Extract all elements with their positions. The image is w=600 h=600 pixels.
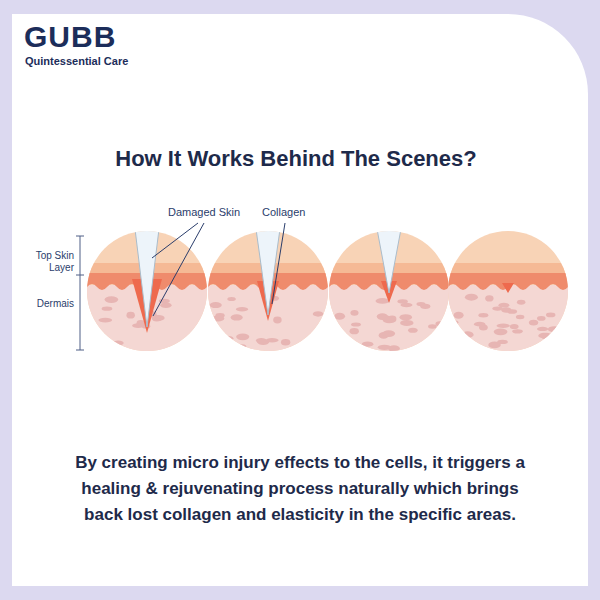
collagen-cell [448,320,459,324]
skin-layers [188,229,338,351]
collagen-cell [102,307,113,311]
top-layer [448,231,568,351]
leader-line [152,223,198,258]
collagen-cell [537,327,548,331]
collagen-cell [435,321,443,326]
skin-circles [67,229,578,352]
collagen-cell [510,324,519,329]
collagen-cell [126,312,134,319]
collagen-cell [428,324,437,328]
dermis-layer [448,285,568,351]
collagen-cell [554,326,564,331]
collagen-cell [400,314,413,320]
collagen-cell [420,304,430,309]
collagen-cell [362,342,374,347]
basal-band [428,273,578,290]
bracket-tick [76,275,84,276]
collagen-cell [408,328,418,333]
collagen-cell [231,314,243,320]
collagen-cell [485,295,493,301]
skin-circle [67,229,217,351]
collagen-cell [98,318,112,323]
leader-line [272,223,285,304]
white-panel [12,14,588,586]
collagen-cell [266,338,279,342]
part-label: Damaged Skin [168,206,268,219]
collagen-cell [465,294,478,301]
logo-text: Quintessential Care [25,55,128,68]
skin-circle [188,229,338,351]
collagen-cell [388,345,400,351]
collagen-cell [281,339,290,345]
skin-circle [309,229,459,352]
skin-layers [428,231,578,351]
bracket-tick [76,350,84,351]
skin-layers [309,229,459,352]
microneedle [256,229,280,315]
collagen-cell [105,296,119,303]
collagen-cell [210,302,222,308]
microneedle [377,229,401,293]
collagen-cell [517,300,526,305]
collagen-cell [350,328,359,334]
collagen-cell [516,315,525,319]
collagen-cell [152,315,165,321]
logo-text: GUBB [24,20,116,55]
collagen-cell [273,316,282,323]
skin-circle [428,231,578,351]
collagen-cell [105,346,116,351]
collagen-cell [338,341,346,345]
collagen-cell [545,343,555,350]
collagen-cell [132,323,144,328]
collagen-cell [383,317,396,323]
collagen-cell [494,329,508,336]
title: How It Works Behind The Scenes? [0,146,596,172]
bracket-tick [76,236,84,237]
collagen-cell [236,333,249,340]
leader-lines [152,223,285,316]
part-label: Top Skin Layer [20,250,74,273]
collagen-cell [454,312,464,319]
wound [502,283,514,293]
part-label: Dermais [14,298,74,310]
collagen-cell [537,316,546,321]
bracket-line [80,236,81,350]
collagen-cell [334,313,345,320]
part-label: Collagen [262,206,332,219]
collagen-cell [236,307,248,311]
collagen-cell [512,329,523,333]
collagen-cell [529,320,538,326]
collagen-cell [351,322,361,326]
collagen-cell [160,302,171,307]
leader-line [153,223,204,316]
collagen-cell [541,333,552,340]
collagen-cell [496,324,509,328]
collagen-cell [507,309,517,314]
collagen-cell [238,344,246,349]
collagen-cell [376,298,390,304]
collagen-cell [497,340,508,344]
collagen-cell [400,320,413,326]
collagen-cell [113,341,124,346]
collagen-cell [309,339,321,345]
skin-layers [67,229,217,351]
collagen-cell [400,303,412,308]
collagen-cell [215,313,224,318]
collagen-cell [546,313,555,318]
collagen-cell [462,331,474,338]
collagen-cell [498,303,509,308]
collagen-cell [227,297,235,301]
collagen-cell [313,311,324,316]
caption: By creating micro injury effects to the … [62,450,538,528]
collagen-cell [382,330,395,337]
collagen-cell [350,310,358,316]
bracket [76,236,84,350]
collagen-cell [220,336,233,341]
collagen-cell [478,313,488,317]
collagen-cell [474,322,485,327]
